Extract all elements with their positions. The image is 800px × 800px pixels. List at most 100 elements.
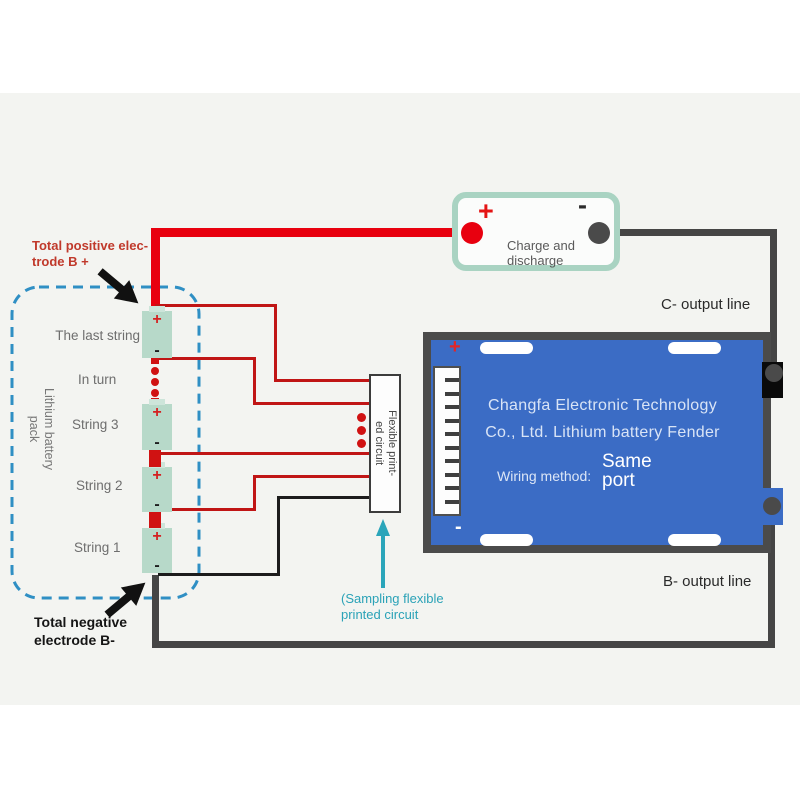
label-sampling-fpc: (Sampling flexible printed circuit [341, 591, 444, 622]
label-total-positive: Total positive elec- trode B + [32, 238, 148, 271]
sampling-arrow-icon [376, 519, 390, 588]
b-plus-wire-vertical [151, 228, 160, 312]
cell-minus-mark: - [154, 434, 160, 451]
cell-plus-mark: + [152, 311, 162, 328]
connector-pin [445, 419, 459, 423]
label-string1: String 1 [74, 540, 121, 555]
wiring-value-line2: port [602, 470, 635, 491]
connector-pin [445, 432, 459, 436]
sense-wire-5-black [277, 496, 369, 499]
positive-pointer-arrow-icon [97, 268, 139, 304]
c-minus-terminal [765, 364, 783, 382]
cell-plus-mark: + [152, 528, 162, 545]
connector-pin [445, 459, 459, 463]
series-ellipsis-dot [151, 378, 159, 386]
battery-cell-string3: + - [142, 399, 172, 451]
pcb-title-line1: Changfa Electronic Technology [488, 397, 717, 414]
b-minus-wire-vertical-left [152, 575, 159, 648]
label-total-negative: Total negative electrode B- [34, 614, 127, 649]
cell-plus-mark: + [152, 404, 162, 421]
connector-pin [445, 473, 459, 477]
pcb-slot [668, 534, 721, 546]
charge-plus-mark: + [478, 196, 494, 226]
pack-label-line2: pack [27, 415, 41, 443]
battery-cell-last-string: + - [142, 306, 172, 359]
charge-minus-mark: - [578, 190, 587, 220]
total-negative-line2: electrode B- [34, 631, 115, 648]
b-minus-wire-vertical-right [768, 506, 775, 648]
pcb-balance-connector [433, 366, 461, 516]
sense-wire-2 [253, 357, 256, 404]
series-junction [149, 512, 161, 528]
charge-negative-terminal [588, 222, 610, 244]
battery-tab [149, 306, 165, 312]
c-minus-wire-vertical [770, 229, 777, 372]
cell-minus-mark: - [154, 496, 160, 513]
fpc-label: Flexible print- ed circuit [372, 373, 398, 513]
connector-pin [445, 500, 459, 504]
total-positive-line1: Total positive elec- [32, 238, 149, 253]
sense-wire-4 [253, 476, 256, 511]
battery-cell-string2: + - [142, 462, 172, 513]
sampling-line1: (Sampling flexible [341, 591, 444, 606]
label-in-turn: In turn [78, 372, 117, 387]
charge-positive-terminal [461, 222, 483, 244]
pcb-wiring-method-label: Wiring method: [497, 468, 592, 484]
sense-wire-1 [274, 304, 277, 381]
sampling-line2: printed circuit [341, 606, 419, 622]
pack-label-line1: Lithium battery [42, 388, 56, 470]
pcb-slot [480, 534, 533, 546]
label-string3: String 3 [72, 417, 119, 432]
series-junction [149, 450, 161, 467]
pcb-title-line2: Co., Ltd. Lithium battery Fender [485, 424, 720, 441]
label-last-string: The last string [55, 328, 140, 343]
c-minus-wire-horizontal [600, 229, 777, 236]
connector-pin [445, 446, 459, 450]
sense-wire-2 [158, 357, 256, 360]
pcb-slot [480, 342, 533, 354]
sense-wire-4 [253, 475, 369, 478]
connector-pin [445, 378, 459, 382]
sense-wire-5-black [277, 497, 280, 576]
wire-ellipsis-dot [357, 439, 366, 448]
connector-pin [445, 486, 459, 490]
charge-label-line2: discharge [507, 252, 564, 268]
label-c-output-line: C- output line [661, 296, 751, 313]
cell-minus-mark: - [154, 342, 160, 359]
sense-wire-2 [253, 402, 369, 405]
b-minus-terminal [763, 497, 781, 515]
connector-pin [445, 392, 459, 396]
fpc-label-line2: ed circuit [373, 421, 385, 466]
flexible-printed-circuit: Flexible print- ed circuit [369, 374, 401, 513]
cell-minus-mark: - [154, 557, 160, 574]
connector-pin [445, 405, 459, 409]
sense-wire-1 [155, 304, 277, 307]
label-b-output-line: B- output line [663, 573, 752, 590]
pcb-plus-mark: + [449, 336, 461, 358]
total-positive-line2: trode B + [32, 254, 89, 270]
wire-ellipsis-dot [357, 426, 366, 435]
pcb-minus-mark: - [455, 516, 462, 538]
wiring-value-line1: Same [602, 451, 652, 472]
sense-wire-1 [274, 379, 369, 382]
wire-ellipsis-dot [357, 413, 366, 422]
series-ellipsis-dot [151, 367, 159, 375]
sense-wire-3 [160, 452, 369, 455]
b-minus-wire-bottom [152, 641, 775, 648]
total-negative-line1: Total negative [34, 614, 128, 630]
cell-link-stub [151, 356, 159, 364]
label-lithium-battery-pack: Lithium battery pack [26, 383, 56, 475]
cell-plus-mark: + [152, 467, 162, 484]
battery-cell-string1: + - [142, 523, 172, 574]
charge-label: Charge and discharge [507, 238, 575, 269]
label-string2: String 2 [76, 478, 123, 493]
sense-wire-5-black [158, 573, 280, 576]
pcb-wiring-method-value: Same port [602, 452, 652, 490]
b-plus-wire-horizontal [151, 228, 471, 237]
charge-label-line1: Charge and [507, 238, 575, 253]
bms-board [423, 332, 771, 553]
pcb-slot [668, 342, 721, 354]
series-ellipsis-dot [151, 389, 159, 397]
